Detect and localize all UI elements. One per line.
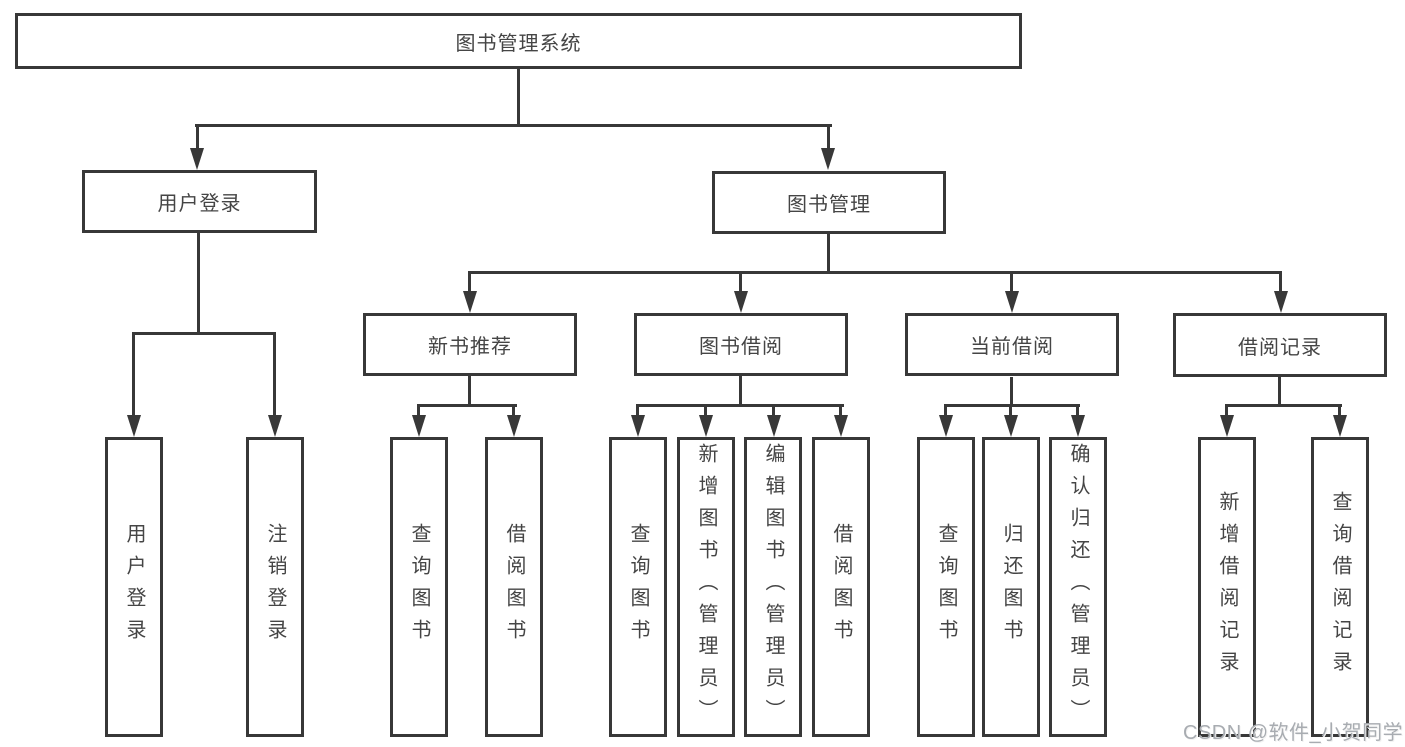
connector-borrow-stem-1 [636, 404, 639, 417]
arrowhead-icon [1004, 415, 1018, 437]
connector-borrow-stem-3 [772, 404, 775, 417]
arrowhead-icon [127, 415, 141, 437]
leaf-label: 借阅图书 [830, 523, 852, 651]
connector-root-stem-right [827, 124, 830, 152]
connector-current-vline [1010, 377, 1013, 407]
csdn-watermark: CSDN @软件_小贺同学 [1183, 722, 1404, 744]
leaf-confirm-return-admin: 确认归还（管理员） [1049, 437, 1107, 737]
arrowhead-icon [1333, 415, 1347, 437]
leaf-query-books-current: 查询图书 [917, 437, 975, 737]
connector-recommend-vline [468, 376, 471, 407]
connector-recommend-stem-2 [512, 404, 515, 417]
arrowhead-icon [767, 415, 781, 437]
connector-manage-stem-2 [739, 271, 742, 293]
leaf-label: 查询借阅记录 [1329, 491, 1351, 683]
connector-login-vline [197, 233, 200, 335]
node-user-login: 用户登录 [82, 170, 317, 233]
leaf-query-books-recommend: 查询图书 [390, 437, 448, 737]
connector-login-stem-1 [132, 332, 135, 417]
node-root: 图书管理系统 [15, 13, 1022, 69]
leaf-label: 确认归还（管理员） [1067, 443, 1089, 731]
connector-root-stem-left [196, 124, 199, 152]
node-new-book-recommend: 新书推荐 [363, 313, 577, 376]
connector-manage-stem-3 [1010, 271, 1013, 293]
leaf-label: 新增借阅记录 [1216, 491, 1238, 683]
connector-recommend-hline [417, 404, 517, 407]
connector-record-vline [1278, 377, 1281, 407]
leaf-add-borrow-record: 新增借阅记录 [1198, 437, 1256, 737]
leaf-query-books-borrow: 查询图书 [609, 437, 667, 737]
arrowhead-icon [1220, 415, 1234, 437]
leaf-borrow-books: 借阅图书 [812, 437, 870, 737]
connector-manage-stem-1 [468, 271, 471, 293]
leaf-user-login: 用户登录 [105, 437, 163, 737]
arrowhead-icon [734, 291, 748, 313]
arrowhead-icon [699, 415, 713, 437]
connector-borrow-hline [636, 404, 844, 407]
connector-manage-vline [827, 234, 830, 274]
leaf-return-books: 归还图书 [982, 437, 1040, 737]
connector-current-hline [944, 404, 1080, 407]
arrowhead-icon [834, 415, 848, 437]
connector-manage-stem-4 [1279, 271, 1282, 293]
leaf-label: 借阅图书 [503, 523, 525, 651]
leaf-edit-books-admin: 编辑图书（管理员） [744, 437, 802, 737]
leaf-label: 新增图书（管理员） [695, 443, 717, 731]
arrowhead-icon [268, 415, 282, 437]
leaf-label: 查询图书 [408, 523, 430, 651]
node-current-borrow: 当前借阅 [905, 313, 1119, 376]
leaf-label: 用户登录 [123, 523, 145, 651]
leaf-label: 编辑图书（管理员） [762, 443, 784, 731]
arrowhead-icon [507, 415, 521, 437]
arrowhead-icon [1005, 291, 1019, 313]
leaf-borrow-books-recommend: 借阅图书 [485, 437, 543, 737]
connector-login-stem-2 [273, 332, 276, 417]
connector-manage-hline [468, 271, 1282, 274]
leaf-label: 注销登录 [264, 523, 286, 651]
connector-current-stem-3 [1076, 404, 1079, 417]
leaf-label: 查询图书 [935, 523, 957, 651]
connector-record-hline [1225, 404, 1342, 407]
node-book-management: 图书管理 [712, 171, 946, 234]
connector-record-stem-1 [1225, 404, 1228, 417]
arrowhead-icon [412, 415, 426, 437]
arrowhead-icon [821, 148, 835, 170]
leaf-add-books-admin: 新增图书（管理员） [677, 437, 735, 737]
arrowhead-icon [939, 415, 953, 437]
connector-recommend-stem-1 [417, 404, 420, 417]
connector-current-stem-1 [944, 404, 947, 417]
arrowhead-icon [631, 415, 645, 437]
connector-login-hline [132, 332, 276, 335]
connector-current-stem-2 [1009, 404, 1012, 417]
connector-record-stem-2 [1338, 404, 1341, 417]
leaf-label: 查询图书 [627, 523, 649, 651]
connector-root-hline [195, 124, 832, 127]
node-book-borrow: 图书借阅 [634, 313, 848, 376]
leaf-query-borrow-record: 查询借阅记录 [1311, 437, 1369, 737]
connector-borrow-stem-2 [704, 404, 707, 417]
node-borrow-record: 借阅记录 [1173, 313, 1387, 377]
connector-borrow-vline [739, 376, 742, 407]
leaf-label: 归还图书 [1000, 523, 1022, 651]
arrowhead-icon [463, 291, 477, 313]
arrowhead-icon [190, 148, 204, 170]
arrowhead-icon [1274, 291, 1288, 313]
connector-root-vline [517, 69, 520, 127]
arrowhead-icon [1071, 415, 1085, 437]
leaf-logout: 注销登录 [246, 437, 304, 737]
connector-borrow-stem-4 [839, 404, 842, 417]
